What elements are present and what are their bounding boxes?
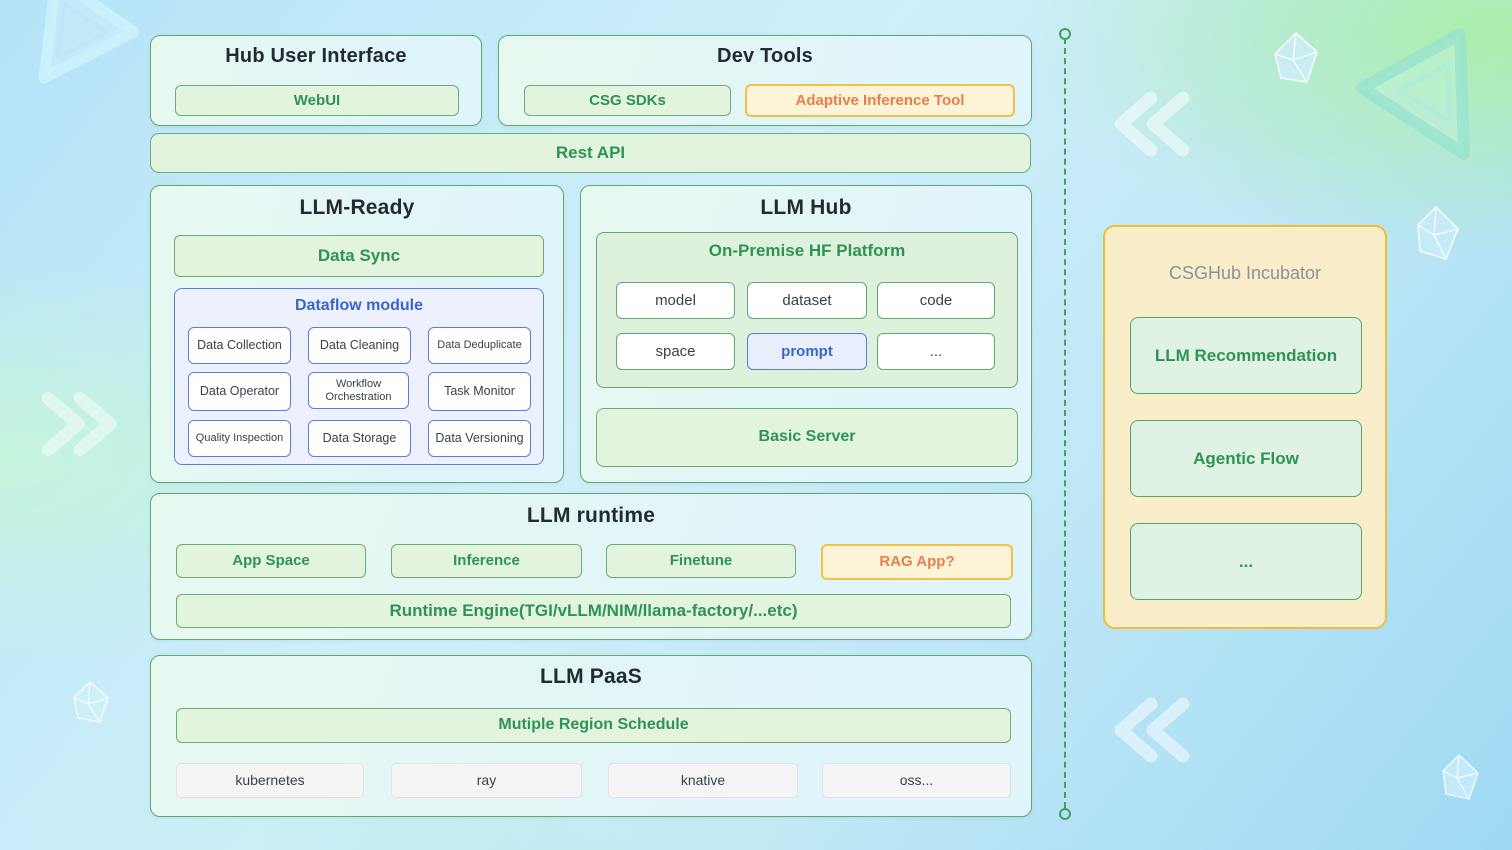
dataflow-cell: Data Versioning <box>428 420 531 457</box>
hub-cell-dataset: dataset <box>747 282 867 319</box>
chevrons-left-icon <box>1114 697 1190 763</box>
dataflow-cell: Workflow Orchestration <box>308 372 409 409</box>
dataflow-cell: Task Monitor <box>428 372 531 411</box>
crystal-gem-icon <box>1442 754 1479 800</box>
panel-csghub-incubator: CSGHub Incubator LLM Recommendation Agen… <box>1103 225 1387 629</box>
hub-cell-prompt: prompt <box>747 333 867 370</box>
separator-end-circle <box>1059 28 1071 40</box>
panel-llm-runtime: LLM runtime App Space Inference Finetune… <box>150 493 1032 640</box>
dataflow-cell: Data Operator <box>188 372 291 411</box>
dataflow-cell: Data Storage <box>308 420 411 457</box>
panel-title: Dev Tools <box>717 45 813 67</box>
panel-hub-user-interface: Hub User Interface WebUI <box>150 35 482 126</box>
panel-title: Hub User Interface <box>225 45 407 67</box>
crystal-gem-icon <box>73 681 109 723</box>
runtime-rag-app-box: RAG App? <box>821 544 1013 580</box>
infra-ray-box: ray <box>391 763 582 798</box>
multiple-region-schedule-box: Mutiple Region Schedule <box>176 708 1011 743</box>
panel-title: LLM PaaS <box>540 665 642 688</box>
runtime-inference-box: Inference <box>391 544 582 578</box>
runtime-finetune-box: Finetune <box>606 544 796 578</box>
on-premise-hf-platform: On-Premise HF Platform model dataset cod… <box>596 232 1018 388</box>
hub-cell-model: model <box>616 282 735 319</box>
panel-title: LLM Hub <box>760 196 852 219</box>
panel-llm-ready: LLM-Ready Data Sync Dataflow module Data… <box>150 185 564 483</box>
separator-end-circle <box>1059 808 1071 820</box>
panel-dev-tools: Dev Tools CSG SDKs Adaptive Inference To… <box>498 35 1032 126</box>
incubator-agentic-flow-box: Agentic Flow <box>1130 420 1362 497</box>
adaptive-inference-tool-box: Adaptive Inference Tool <box>745 84 1015 117</box>
incubator-llm-recommendation-box: LLM Recommendation <box>1130 317 1362 394</box>
panel-title: CSGHub Incubator <box>1168 263 1322 283</box>
group-title: On-Premise HF Platform <box>708 241 906 260</box>
rest-api-bar: Rest API <box>150 133 1031 173</box>
basic-server-box: Basic Server <box>596 408 1018 467</box>
dataflow-cell: Data Collection <box>188 327 291 364</box>
infra-knative-box: knative <box>608 763 798 798</box>
infra-kubernetes-box: kubernetes <box>176 763 364 798</box>
hub-cell-code: code <box>877 282 995 319</box>
webui-box: WebUI <box>175 85 459 116</box>
glass-triangle-icon <box>38 0 140 84</box>
hub-cell-more: ... <box>877 333 995 370</box>
dataflow-module: Dataflow module Data Collection Data Cle… <box>174 288 544 465</box>
chevrons-left-icon <box>1114 91 1190 157</box>
dotted-separator <box>1064 38 1066 808</box>
chevrons-right-icon <box>41 391 117 457</box>
module-title: Dataflow module <box>294 297 423 314</box>
panel-title: LLM-Ready <box>299 196 415 219</box>
data-sync-box: Data Sync <box>174 235 544 277</box>
panel-llm-hub: LLM Hub On-Premise HF Platform model dat… <box>580 185 1032 483</box>
infra-oss-box: oss... <box>822 763 1011 798</box>
dataflow-cell: Quality Inspection <box>188 420 291 457</box>
panel-title: LLM runtime <box>526 504 656 527</box>
runtime-engine-box: Runtime Engine(TGI/vLLM/NIM/llama-factor… <box>176 594 1011 628</box>
hub-cell-space: space <box>616 333 735 370</box>
dataflow-cell: Data Deduplicate <box>428 327 531 364</box>
panel-llm-paas: LLM PaaS Mutiple Region Schedule kuberne… <box>150 655 1032 817</box>
runtime-app-space-box: App Space <box>176 544 366 578</box>
csg-sdks-box: CSG SDKs <box>524 85 731 116</box>
dataflow-cell: Data Cleaning <box>308 327 411 364</box>
incubator-more-box: ... <box>1130 523 1362 600</box>
crystal-gem-icon <box>1274 31 1318 83</box>
glass-triangle-icon <box>1356 28 1470 160</box>
crystal-gem-icon <box>1417 205 1459 260</box>
